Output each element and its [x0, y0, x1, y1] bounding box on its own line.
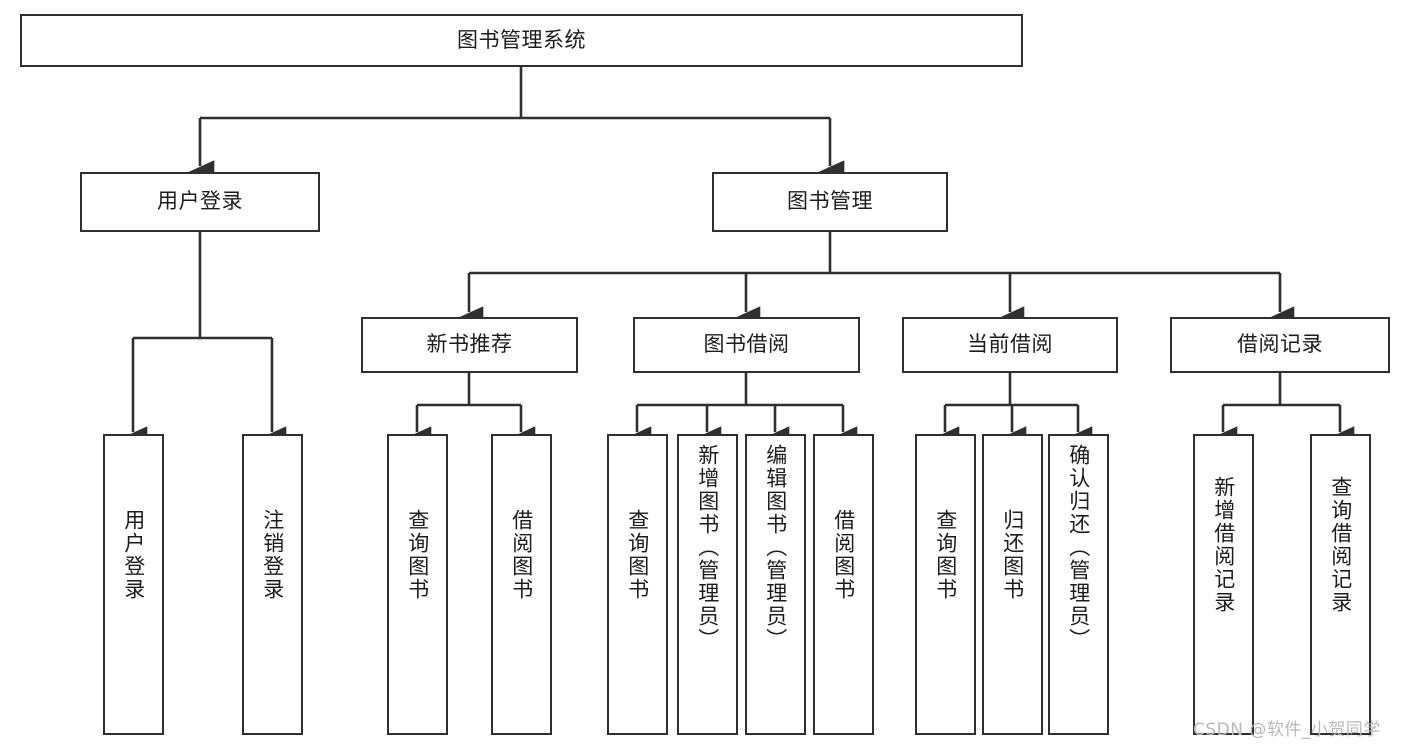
node-book-manage[interactable]: 图书管理 — [712, 172, 948, 232]
node-leaf-query-record-label: 查询借阅记录 — [1328, 476, 1353, 614]
node-leaf-add-record-label: 新增借阅记录 — [1211, 476, 1236, 614]
node-borrow-record-label: 借阅记录 — [1237, 332, 1323, 357]
node-leaf-query-book-3-label: 查询图书 — [933, 509, 958, 601]
node-borrow-record[interactable]: 借阅记录 — [1170, 317, 1390, 373]
node-user-login[interactable]: 用户登录 — [80, 172, 320, 232]
node-leaf-user-login-label: 用户登录 — [121, 509, 146, 601]
node-leaf-borrow-book-2-label: 借阅图书 — [831, 509, 856, 601]
node-leaf-borrow-book-2[interactable]: 借阅图书 — [813, 434, 874, 735]
node-leaf-borrow-book-1[interactable]: 借阅图书 — [491, 434, 552, 735]
node-current-borrow-label: 当前借阅 — [967, 332, 1053, 357]
node-leaf-query-book-2-label: 查询图书 — [625, 509, 650, 601]
node-leaf-query-book-1[interactable]: 查询图书 — [387, 434, 448, 735]
node-leaf-logout[interactable]: 注销登录 — [242, 434, 303, 735]
node-leaf-confirm-return-label: 确认归还（管理员） — [1066, 444, 1091, 651]
node-leaf-edit-book-label: 编辑图书（管理员） — [763, 444, 788, 651]
node-leaf-query-book-2[interactable]: 查询图书 — [607, 434, 668, 735]
node-root-label: 图书管理系统 — [457, 27, 586, 52]
node-leaf-query-book-1-label: 查询图书 — [405, 509, 430, 601]
node-book-borrow[interactable]: 图书借阅 — [633, 317, 860, 373]
node-leaf-query-record[interactable]: 查询借阅记录 — [1310, 434, 1371, 735]
csdn-watermark: CSDN @软件_小贺同学 — [1193, 720, 1381, 740]
node-leaf-borrow-book-1-label: 借阅图书 — [509, 509, 534, 601]
node-leaf-add-book-label: 新增图书（管理员） — [695, 444, 720, 651]
node-current-borrow[interactable]: 当前借阅 — [902, 317, 1118, 373]
node-leaf-edit-book[interactable]: 编辑图书（管理员） — [745, 434, 806, 735]
node-new-book-recommend[interactable]: 新书推荐 — [361, 317, 578, 373]
node-user-login-label: 用户登录 — [157, 189, 243, 214]
node-leaf-return-book[interactable]: 归还图书 — [982, 434, 1043, 735]
node-new-book-recommend-label: 新书推荐 — [426, 332, 513, 357]
node-leaf-return-book-label: 归还图书 — [1000, 509, 1025, 601]
node-book-manage-label: 图书管理 — [787, 189, 873, 214]
node-leaf-logout-label: 注销登录 — [260, 509, 285, 601]
node-root[interactable]: 图书管理系统 — [20, 14, 1023, 67]
node-leaf-user-login[interactable]: 用户登录 — [103, 434, 164, 735]
node-leaf-query-book-3[interactable]: 查询图书 — [915, 434, 976, 735]
node-leaf-add-record[interactable]: 新增借阅记录 — [1193, 434, 1254, 735]
node-book-borrow-label: 图书借阅 — [703, 332, 790, 357]
node-leaf-confirm-return[interactable]: 确认归还（管理员） — [1048, 434, 1109, 735]
node-leaf-add-book[interactable]: 新增图书（管理员） — [677, 434, 738, 735]
